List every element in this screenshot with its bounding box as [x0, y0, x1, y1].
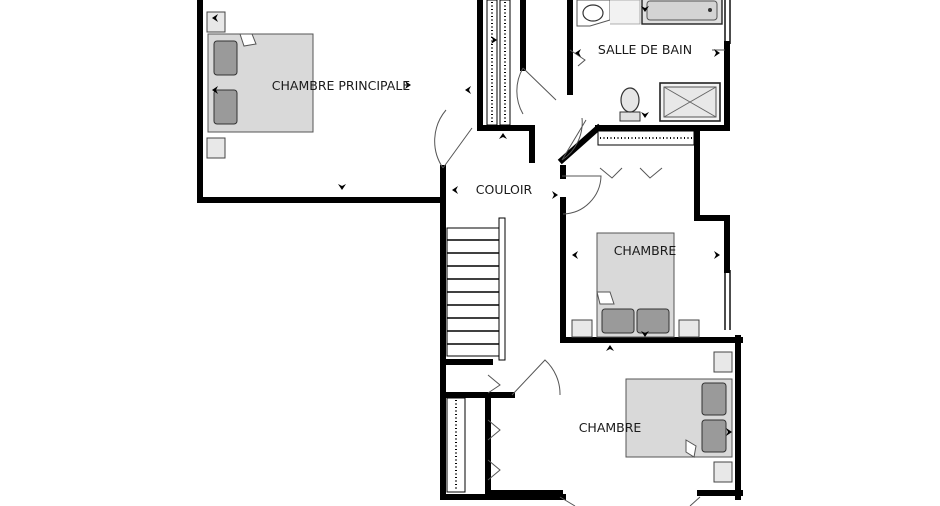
sink — [576, 0, 641, 27]
bathroom-counter — [569, 49, 725, 67]
bedroom-3-bed — [625, 351, 733, 483]
room-label-hallway: COULOIR — [476, 182, 533, 197]
windows — [724, 0, 731, 330]
room-label-bedroom-3: CHAMBRE — [579, 420, 642, 435]
shower — [659, 82, 721, 122]
toilet — [619, 87, 641, 122]
doors — [434, 67, 701, 506]
measurement-arrows — [212, 6, 732, 436]
closet-rod-3 — [446, 397, 466, 493]
room-label-master-bedroom: CHAMBRE PRINCIPALE — [272, 78, 411, 93]
bathtub — [641, 0, 723, 25]
master-bed — [206, 11, 314, 159]
closet-rod-2 — [597, 130, 695, 146]
room-label-bathroom: SALLE DE BAIN — [598, 42, 692, 57]
bedroom-2-bed — [571, 232, 700, 338]
room-label-bedroom-2: CHAMBRE — [614, 243, 677, 258]
staircase — [446, 217, 506, 361]
closet-rod-1 — [486, 0, 511, 126]
